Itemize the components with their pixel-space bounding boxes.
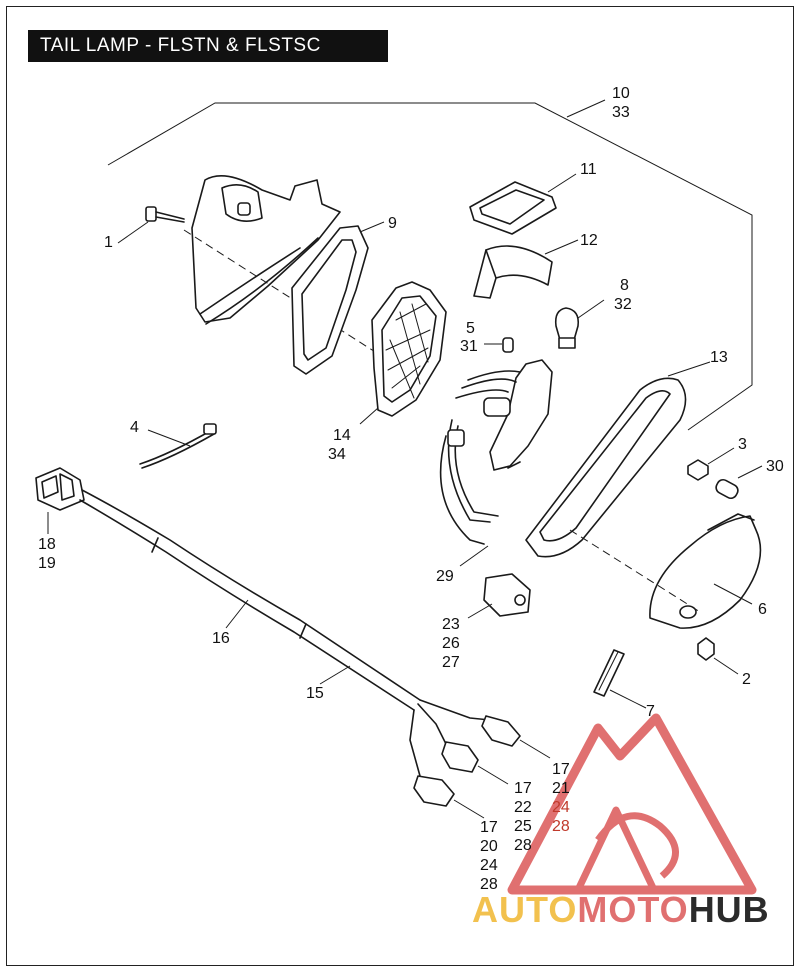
watermark-auto: AUTO [472, 889, 577, 930]
callout-8: 8 [620, 277, 629, 294]
callout-group2-b: 22 [514, 799, 532, 816]
callout-23: 23 [442, 616, 460, 633]
assembly-bracket [107, 102, 753, 431]
bulb-part-8 [554, 299, 605, 349]
callout-group1-c: 24 [552, 799, 570, 816]
callout-group2-a: 17 [514, 780, 532, 797]
callout-group3-d: 28 [480, 876, 498, 893]
nut-part-2 [697, 637, 739, 675]
watermark-hub: HUB [689, 889, 770, 930]
callout-6: 6 [758, 601, 767, 618]
screw-part-1 [117, 206, 185, 244]
connector-part-23 [467, 573, 531, 619]
callout-group2-c: 25 [514, 818, 532, 835]
callout-1: 1 [104, 234, 113, 251]
connector-group-1 [481, 715, 551, 759]
nut-part-3 [687, 447, 735, 481]
callout-15: 15 [306, 685, 324, 702]
small-bulb-part-5 [484, 337, 514, 353]
callout-10: 10 [612, 85, 630, 102]
callout-18: 18 [38, 536, 56, 553]
callout-group3-a: 17 [480, 819, 498, 836]
callout-group3-b: 20 [480, 838, 498, 855]
callout-30: 30 [766, 458, 784, 475]
cable-strap-part-4 [139, 423, 217, 469]
callout-27: 27 [442, 654, 460, 671]
callout-labels: 10 33 11 12 9 1 8 32 5 31 13 4 14 34 3 3… [38, 85, 784, 893]
callout-26: 26 [442, 635, 460, 652]
gasket-part-11 [469, 173, 577, 235]
diagram-frame [6, 6, 794, 966]
callout-12: 12 [580, 232, 598, 249]
callout-group2-d: 28 [514, 837, 532, 854]
watermark-logo [507, 713, 757, 895]
reflector-part-12 [473, 239, 579, 299]
callout-31: 31 [460, 338, 478, 355]
socket-assembly [439, 359, 553, 567]
callout-14: 14 [333, 427, 351, 444]
lens-part-14 [359, 281, 447, 425]
callout-32: 32 [614, 296, 632, 313]
callout-5: 5 [466, 320, 475, 337]
housing-part-9 [183, 174, 381, 356]
callout-34: 34 [328, 446, 346, 463]
cap-part-30 [715, 465, 763, 500]
callout-2: 2 [742, 671, 751, 688]
callout-16: 16 [212, 630, 230, 647]
callout-3: 3 [738, 436, 747, 453]
frame-part-13 [525, 361, 711, 558]
callout-29: 29 [436, 568, 454, 585]
watermark-text: AUTOMOTOHUB [472, 889, 770, 930]
callout-group1-b: 21 [552, 780, 570, 797]
connector-group-3 [413, 775, 485, 819]
diagram-title: TAIL LAMP - FLSTN & FLSTSC [28, 30, 388, 62]
callout-group1-a: 17 [552, 761, 570, 778]
connector-part-18 [35, 467, 85, 534]
callout-group1-d: 28 [552, 818, 570, 835]
callout-11: 11 [580, 161, 597, 178]
callout-group3-c: 24 [480, 857, 498, 874]
watermark-moto: MOTO [577, 889, 688, 930]
cover-part-6 [569, 513, 762, 629]
harness-part-15-16 [79, 489, 491, 777]
callout-7: 7 [646, 703, 655, 720]
callout-19: 19 [38, 555, 56, 572]
gasket-part-9 [291, 221, 385, 375]
callout-4: 4 [130, 419, 139, 436]
callout-13: 13 [710, 349, 728, 366]
connector-group-2 [441, 741, 509, 785]
callout-33: 33 [612, 104, 630, 121]
leader-10 [566, 99, 606, 118]
callout-9: 9 [388, 215, 397, 232]
strip-part-7 [593, 649, 647, 709]
